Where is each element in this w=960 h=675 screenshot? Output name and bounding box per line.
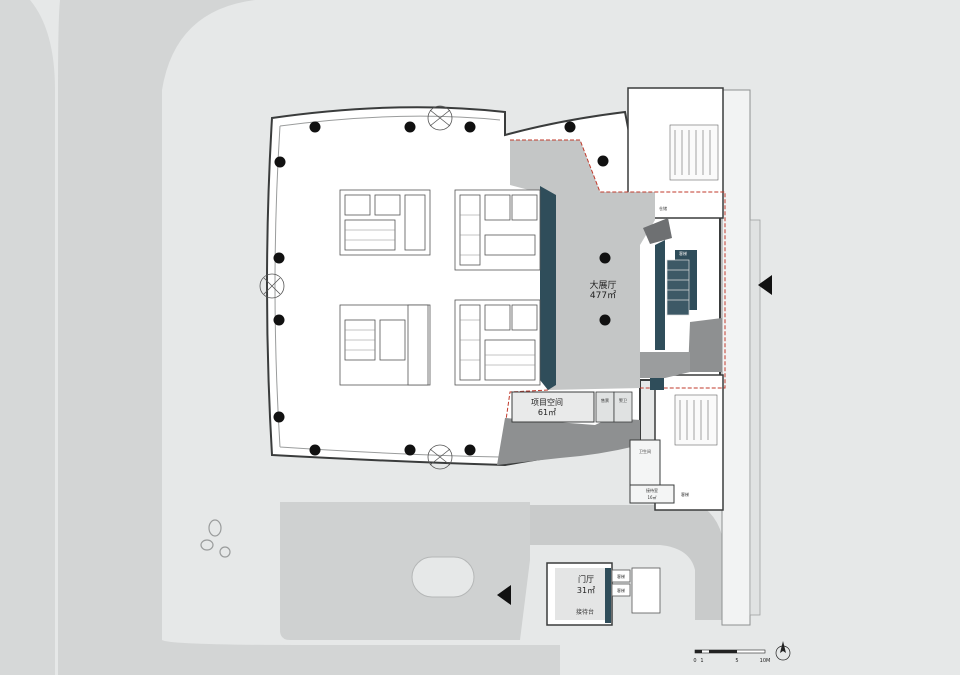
lobby-area: 31㎡ [577,586,595,595]
scale-bar: 0 1 5 10M [693,649,771,664]
scale-tick-5: 5 [735,658,738,664]
east-planter [749,219,761,616]
planter-cluster [200,519,231,558]
project-space-name: 项目空间 [531,397,563,407]
elevator-label-lobby-2: 客梯 [617,587,625,593]
ticket-room [595,391,615,423]
plaza-south [280,502,530,640]
structural-columns [273,121,611,456]
hall-area: 477㎡ [590,290,616,301]
toilet-room [629,439,661,486]
entrance-arrow-east [758,275,772,295]
elevator-label-south: 客梯 [681,491,689,497]
core-grid-lines [345,214,535,366]
reception-room-label: 接待室 [646,487,658,493]
tower-facade-inner [274,115,501,458]
elevator-label-hall: 客梯 [679,250,687,256]
elevator-label-lobby-1: 客梯 [617,573,625,579]
east-service-strip [721,89,751,626]
dark-zone-north [643,218,672,244]
core-se [454,299,541,386]
ellipse-island [411,556,475,598]
revolving-doors [259,105,453,470]
stair-hall-east [666,259,690,316]
scale-tick-1: 1 [700,658,703,664]
drop-off-loop [530,505,725,620]
guard-label: 警卫 [619,397,627,403]
core-nw [339,189,431,256]
dark-zone-east [688,318,722,372]
core-ne [454,189,541,271]
lobby-stair [631,567,661,614]
stair-east-north [669,124,719,181]
guard-room [613,391,633,423]
stair-east-south [674,394,718,446]
hall-name: 大展厅 [589,279,616,291]
reception-desk-label: 接待台 [576,608,594,616]
road-south [162,640,560,675]
reception-room [629,484,675,504]
lobby-dark-strip [605,568,611,623]
lobby-elevator-2 [611,583,631,597]
toilet-label: 卫生间 [639,448,651,454]
reception-room-area: 16㎡ [647,494,656,500]
north-arrow-icon [775,641,791,661]
dark-zone-center [640,352,690,378]
exhibit-hall-floor [510,140,655,390]
lobby-name: 门厅 [578,574,594,584]
project-space-area: 61㎡ [538,408,556,417]
scale-tick-0: 0 [693,658,696,664]
storage-label: 仓储 [659,205,667,211]
project-space [511,391,595,423]
dark-zone-south [497,418,640,465]
road-north-curve [58,0,255,675]
ticket-label: 售票 [601,397,609,403]
core-sw [339,304,431,386]
teal-panel-west [540,186,556,390]
teal-panel-east [655,240,665,350]
lobby-floor [555,568,607,620]
entrance-arrow-south [497,585,511,605]
scale-tick-10: 10M [760,658,771,664]
lobby-elevator-1 [611,569,631,583]
road-west [0,0,55,675]
